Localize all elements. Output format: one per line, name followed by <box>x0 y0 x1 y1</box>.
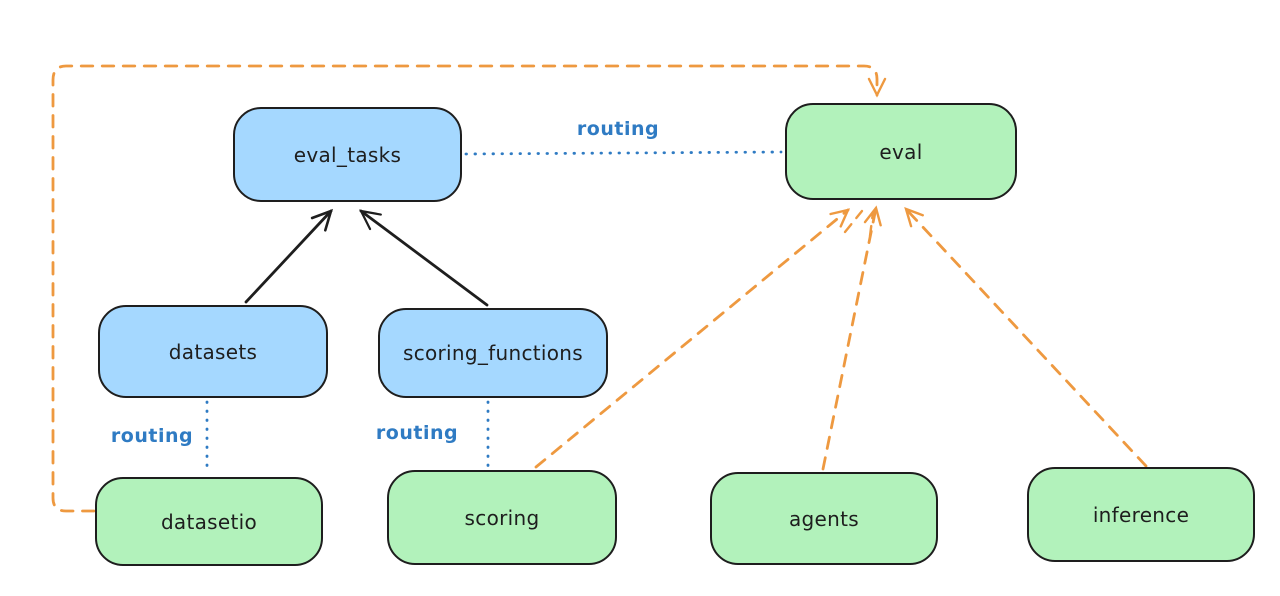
edge-agents-to-eval <box>821 205 882 471</box>
node-eval-tasks: eval_tasks <box>233 107 462 202</box>
node-inference: inference <box>1027 467 1255 562</box>
sketch-arrowhead-strokes <box>843 209 875 238</box>
node-scoring-functions-label: scoring_functions <box>402 341 584 365</box>
routing-label-scoring-functions-scoring: routing <box>375 422 459 444</box>
node-agents-label: agents <box>789 506 859 531</box>
node-datasets-label: datasets <box>168 339 258 364</box>
node-scoring-label: scoring <box>464 505 540 530</box>
node-scoring-functions: scoring_functions <box>378 308 608 398</box>
node-inference-label: inference <box>1092 502 1190 527</box>
node-datasets: datasets <box>98 305 328 398</box>
node-scoring: scoring <box>387 470 617 565</box>
routing-label-datasets-datasetio: routing <box>110 425 194 447</box>
node-eval: eval <box>785 103 1017 200</box>
edge-scoring-functions-to-eval-tasks <box>359 209 489 307</box>
node-eval-tasks-label: eval_tasks <box>293 142 402 167</box>
node-agents: agents <box>710 472 938 565</box>
edge-scoring-to-eval <box>534 208 851 469</box>
node-datasetio: datasetio <box>95 477 323 566</box>
routing-label-eval-tasks-eval: routing <box>576 118 660 140</box>
node-eval-label: eval <box>879 139 923 164</box>
node-datasetio-label: datasetio <box>160 509 258 534</box>
edge-datasets-to-eval-tasks <box>244 208 333 304</box>
edge-eval-tasks-to-eval-routing <box>464 150 783 156</box>
edge-inference-to-eval <box>904 207 1148 468</box>
